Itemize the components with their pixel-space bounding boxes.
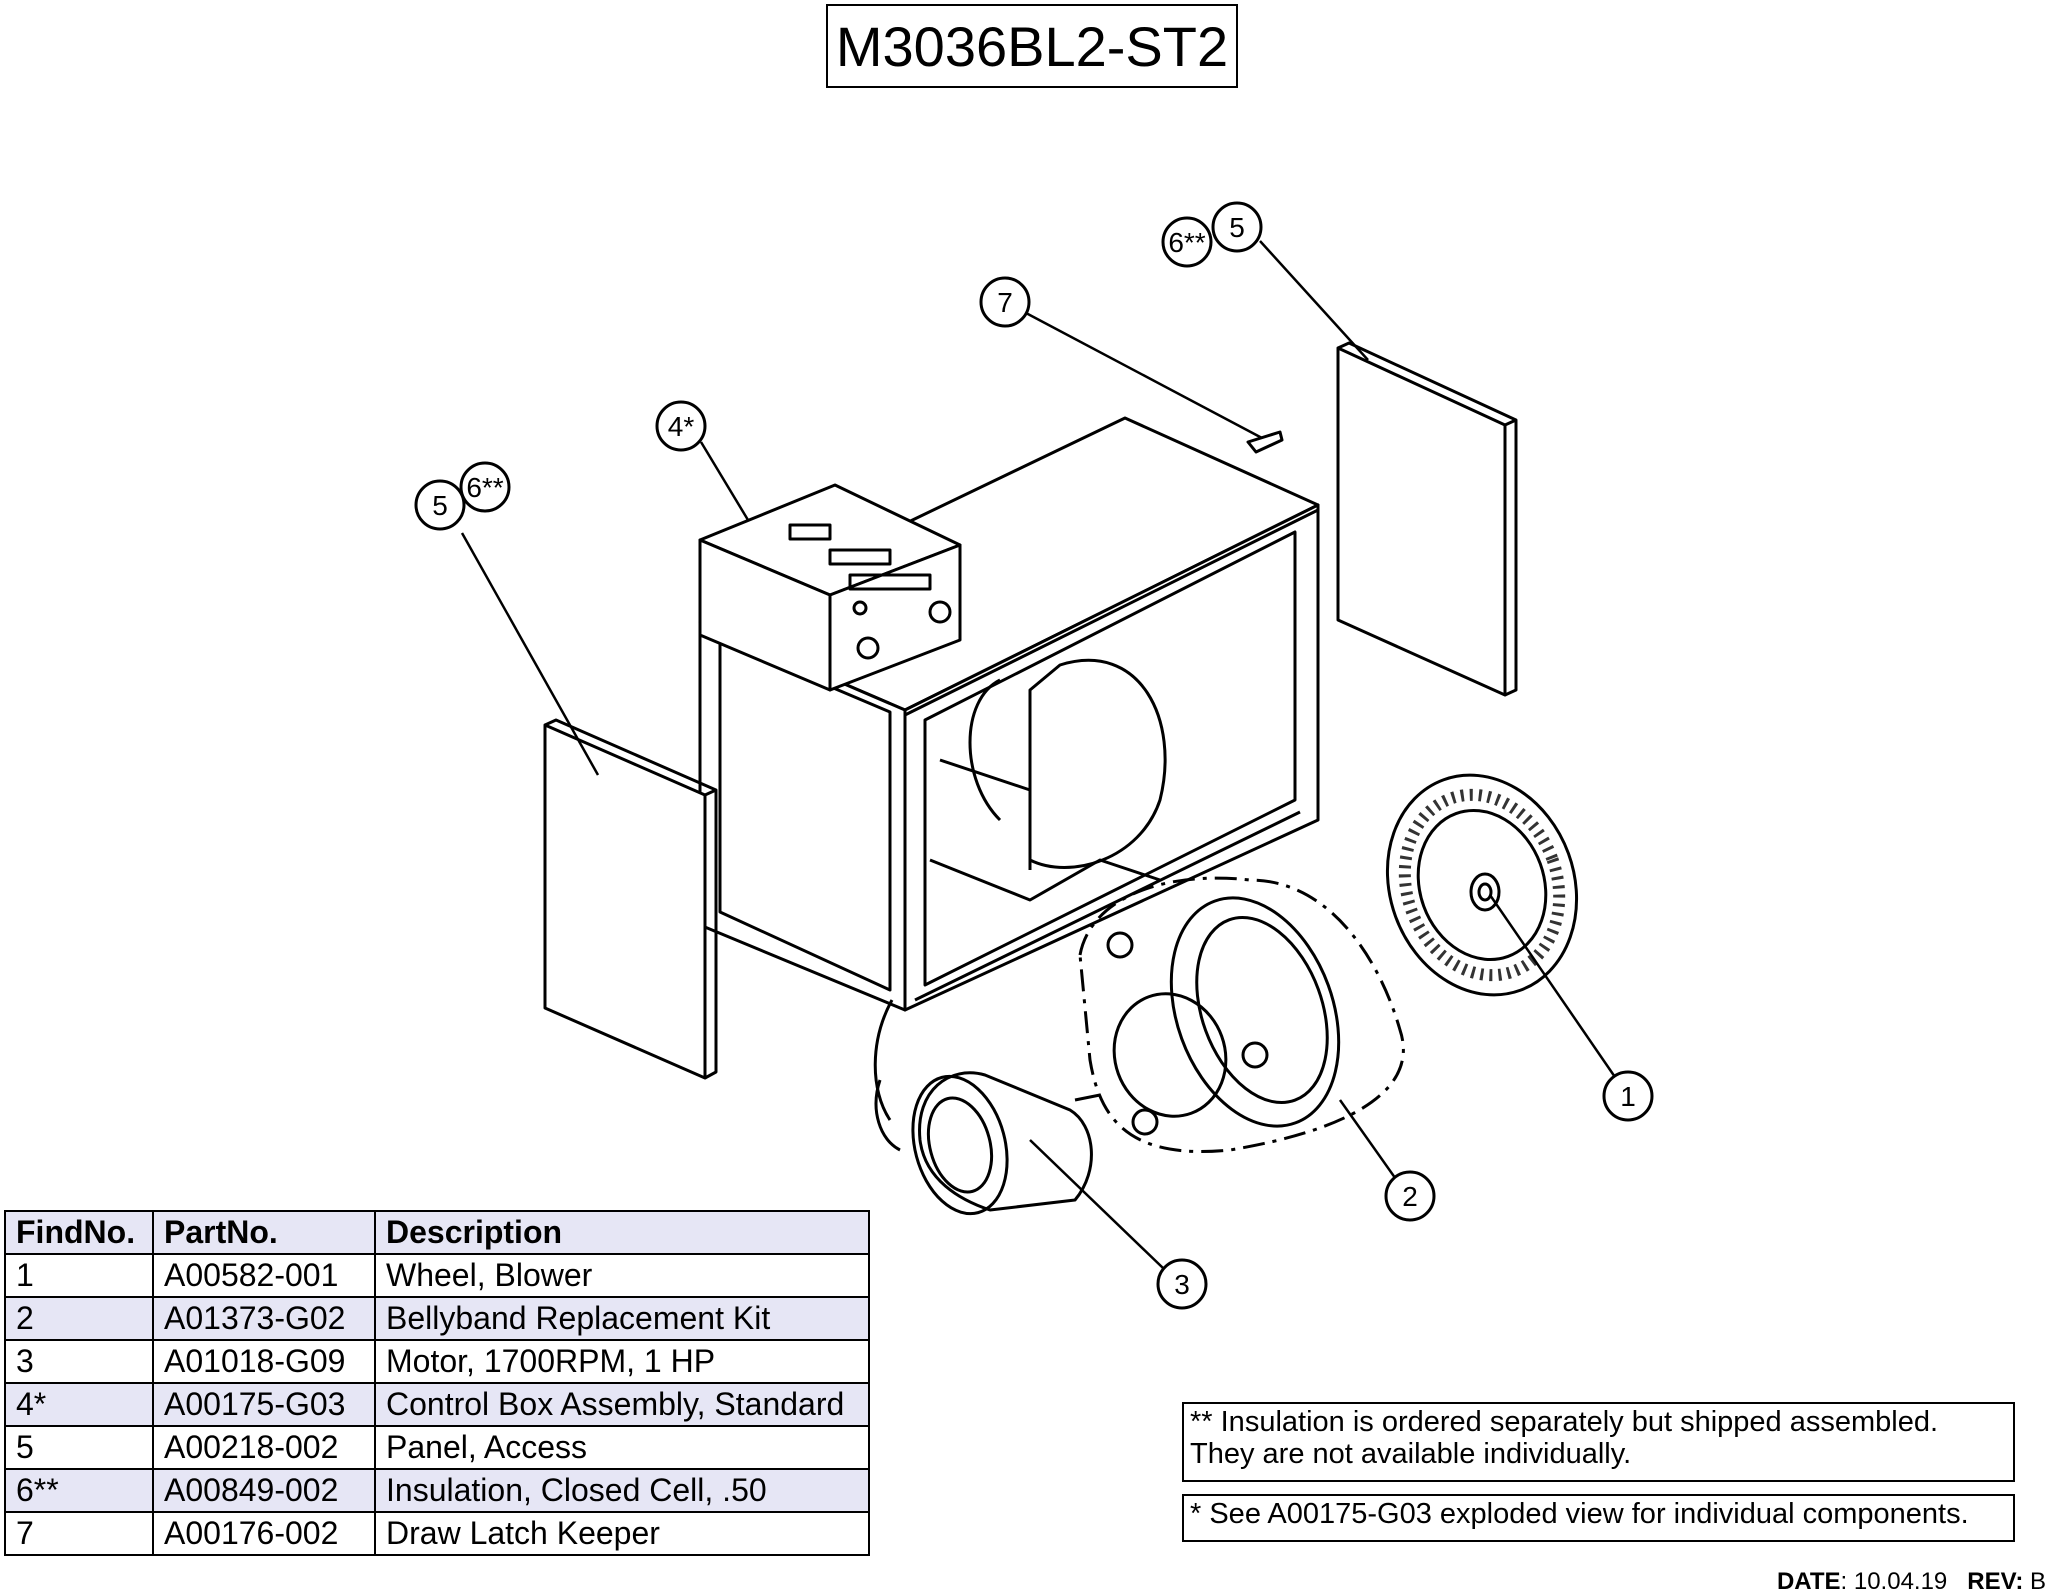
svg-text:5: 5 <box>432 490 448 521</box>
left-access-panel <box>543 718 718 1080</box>
svg-text:6**: 6** <box>466 472 503 503</box>
bellyband-kit <box>1078 876 1405 1153</box>
insulation-note-line-2: They are not available individually. <box>1190 1438 1632 1470</box>
control-box-note-text: * See A00175-G03 exploded view for indiv… <box>1190 1498 1969 1530</box>
callout-5-left: 5 <box>414 479 466 531</box>
cell-findno: 1 <box>4 1253 154 1298</box>
insulation-note-line-1: ** Insulation is ordered separately but … <box>1190 1406 1939 1438</box>
svg-text:4*: 4* <box>668 411 695 442</box>
cell-partno: A00849-002 <box>152 1468 376 1513</box>
cell-description: Control Box Assembly, Standard <box>374 1382 870 1427</box>
svg-text:3: 3 <box>1174 1269 1190 1300</box>
cell-partno: A00176-002 <box>152 1511 376 1556</box>
callout-2: 2 <box>1384 1170 1436 1222</box>
table-row: 7 A00176-002 Draw Latch Keeper <box>4 1511 870 1556</box>
revision-footer: DATE: 10.04.19 REV: B <box>1777 1568 2046 1596</box>
blower-wheel <box>1385 773 1579 997</box>
cell-partno: A00175-G03 <box>152 1382 376 1427</box>
svg-text:2: 2 <box>1402 1181 1418 1212</box>
header-partno: PartNo. <box>152 1210 376 1255</box>
table-row: 5 A00218-002 Panel, Access <box>4 1425 870 1470</box>
table-row: 1 A00582-001 Wheel, Blower <box>4 1253 870 1298</box>
header-findno: FindNo. <box>4 1210 154 1255</box>
cell-description: Wheel, Blower <box>374 1253 870 1298</box>
cell-description: Insulation, Closed Cell, .50 <box>374 1468 870 1513</box>
svg-text:5: 5 <box>1229 212 1245 243</box>
callout-1: 1 <box>1602 1070 1654 1122</box>
latch-keeper <box>1246 430 1284 454</box>
leader-lines <box>460 240 1630 1269</box>
cell-description: Draw Latch Keeper <box>374 1511 870 1556</box>
parts-list-table: FindNo. PartNo. Description 1 A00582-001… <box>4 1210 870 1556</box>
cell-description: Motor, 1700RPM, 1 HP <box>374 1339 870 1384</box>
callout-7: 7 <box>979 276 1031 328</box>
svg-text:1: 1 <box>1620 1081 1636 1112</box>
table-row: 2 A01373-G02 Bellyband Replacement Kit <box>4 1296 870 1341</box>
rev-value: B <box>2029 1568 2046 1595</box>
cell-findno: 4* <box>4 1382 154 1427</box>
callout-4: 4* <box>655 400 707 452</box>
right-access-panel <box>1336 341 1518 697</box>
control-box <box>698 483 962 692</box>
header-description: Description <box>374 1210 870 1255</box>
cell-partno: A00218-002 <box>152 1425 376 1470</box>
table-header-row: FindNo. PartNo. Description <box>4 1210 870 1255</box>
motor <box>873 999 1101 1216</box>
callout-6-left: 6** <box>459 461 511 513</box>
table-row: 3 A01018-G09 Motor, 1700RPM, 1 HP <box>4 1339 870 1384</box>
cell-findno: 2 <box>4 1296 154 1341</box>
table-row: 4* A00175-G03 Control Box Assembly, Stan… <box>4 1382 870 1427</box>
cell-findno: 5 <box>4 1425 154 1470</box>
date-value: : 10.04.19 <box>1840 1568 1948 1595</box>
callout-5-right: 5 <box>1211 201 1263 253</box>
cell-findno: 7 <box>4 1511 154 1556</box>
cell-description: Bellyband Replacement Kit <box>374 1296 870 1341</box>
cell-findno: 6** <box>4 1468 154 1513</box>
control-box-note: * See A00175-G03 exploded view for indiv… <box>1182 1494 2015 1542</box>
cell-partno: A00582-001 <box>152 1253 376 1298</box>
callout-3: 3 <box>1156 1258 1208 1310</box>
svg-text:7: 7 <box>997 287 1013 318</box>
cell-partno: A01373-G02 <box>152 1296 376 1341</box>
cell-findno: 3 <box>4 1339 154 1384</box>
callout-6-right: 6** <box>1161 216 1213 268</box>
insulation-note: ** Insulation is ordered separately but … <box>1182 1402 2015 1482</box>
rev-label: REV: <box>1967 1568 2024 1595</box>
svg-text:6**: 6** <box>1168 227 1205 258</box>
cell-description: Panel, Access <box>374 1425 870 1470</box>
table-row: 6** A00849-002 Insulation, Closed Cell, … <box>4 1468 870 1513</box>
drawing-title: M3036BL2-ST2 <box>826 4 1238 88</box>
date-label: DATE <box>1776 1568 1841 1595</box>
cell-partno: A01018-G09 <box>152 1339 376 1384</box>
blower-housing <box>929 658 1167 902</box>
